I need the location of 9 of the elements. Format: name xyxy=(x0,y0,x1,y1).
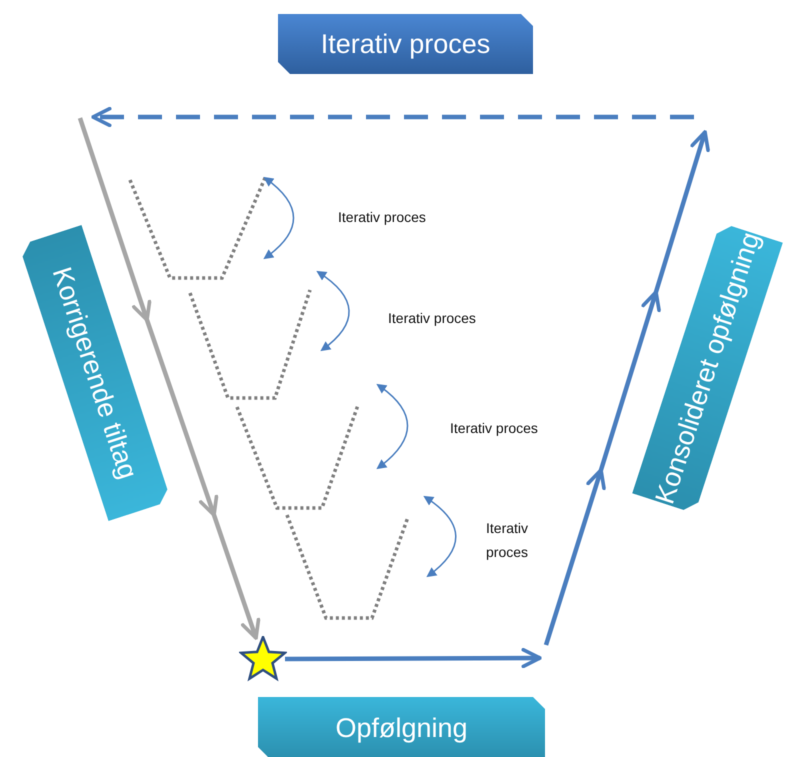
step-label: Iterativ proces xyxy=(450,419,539,438)
step-label: Iterativ proces xyxy=(486,519,530,562)
arrow xyxy=(285,648,542,668)
title-banner: Iterativ proces xyxy=(278,14,533,74)
arrow xyxy=(78,117,260,640)
step-label: Iterativ proces xyxy=(338,208,427,227)
bottom-banner: Opfølgning xyxy=(258,697,545,757)
step-label: Iterativ proces xyxy=(388,309,477,328)
star-marker xyxy=(239,636,287,682)
